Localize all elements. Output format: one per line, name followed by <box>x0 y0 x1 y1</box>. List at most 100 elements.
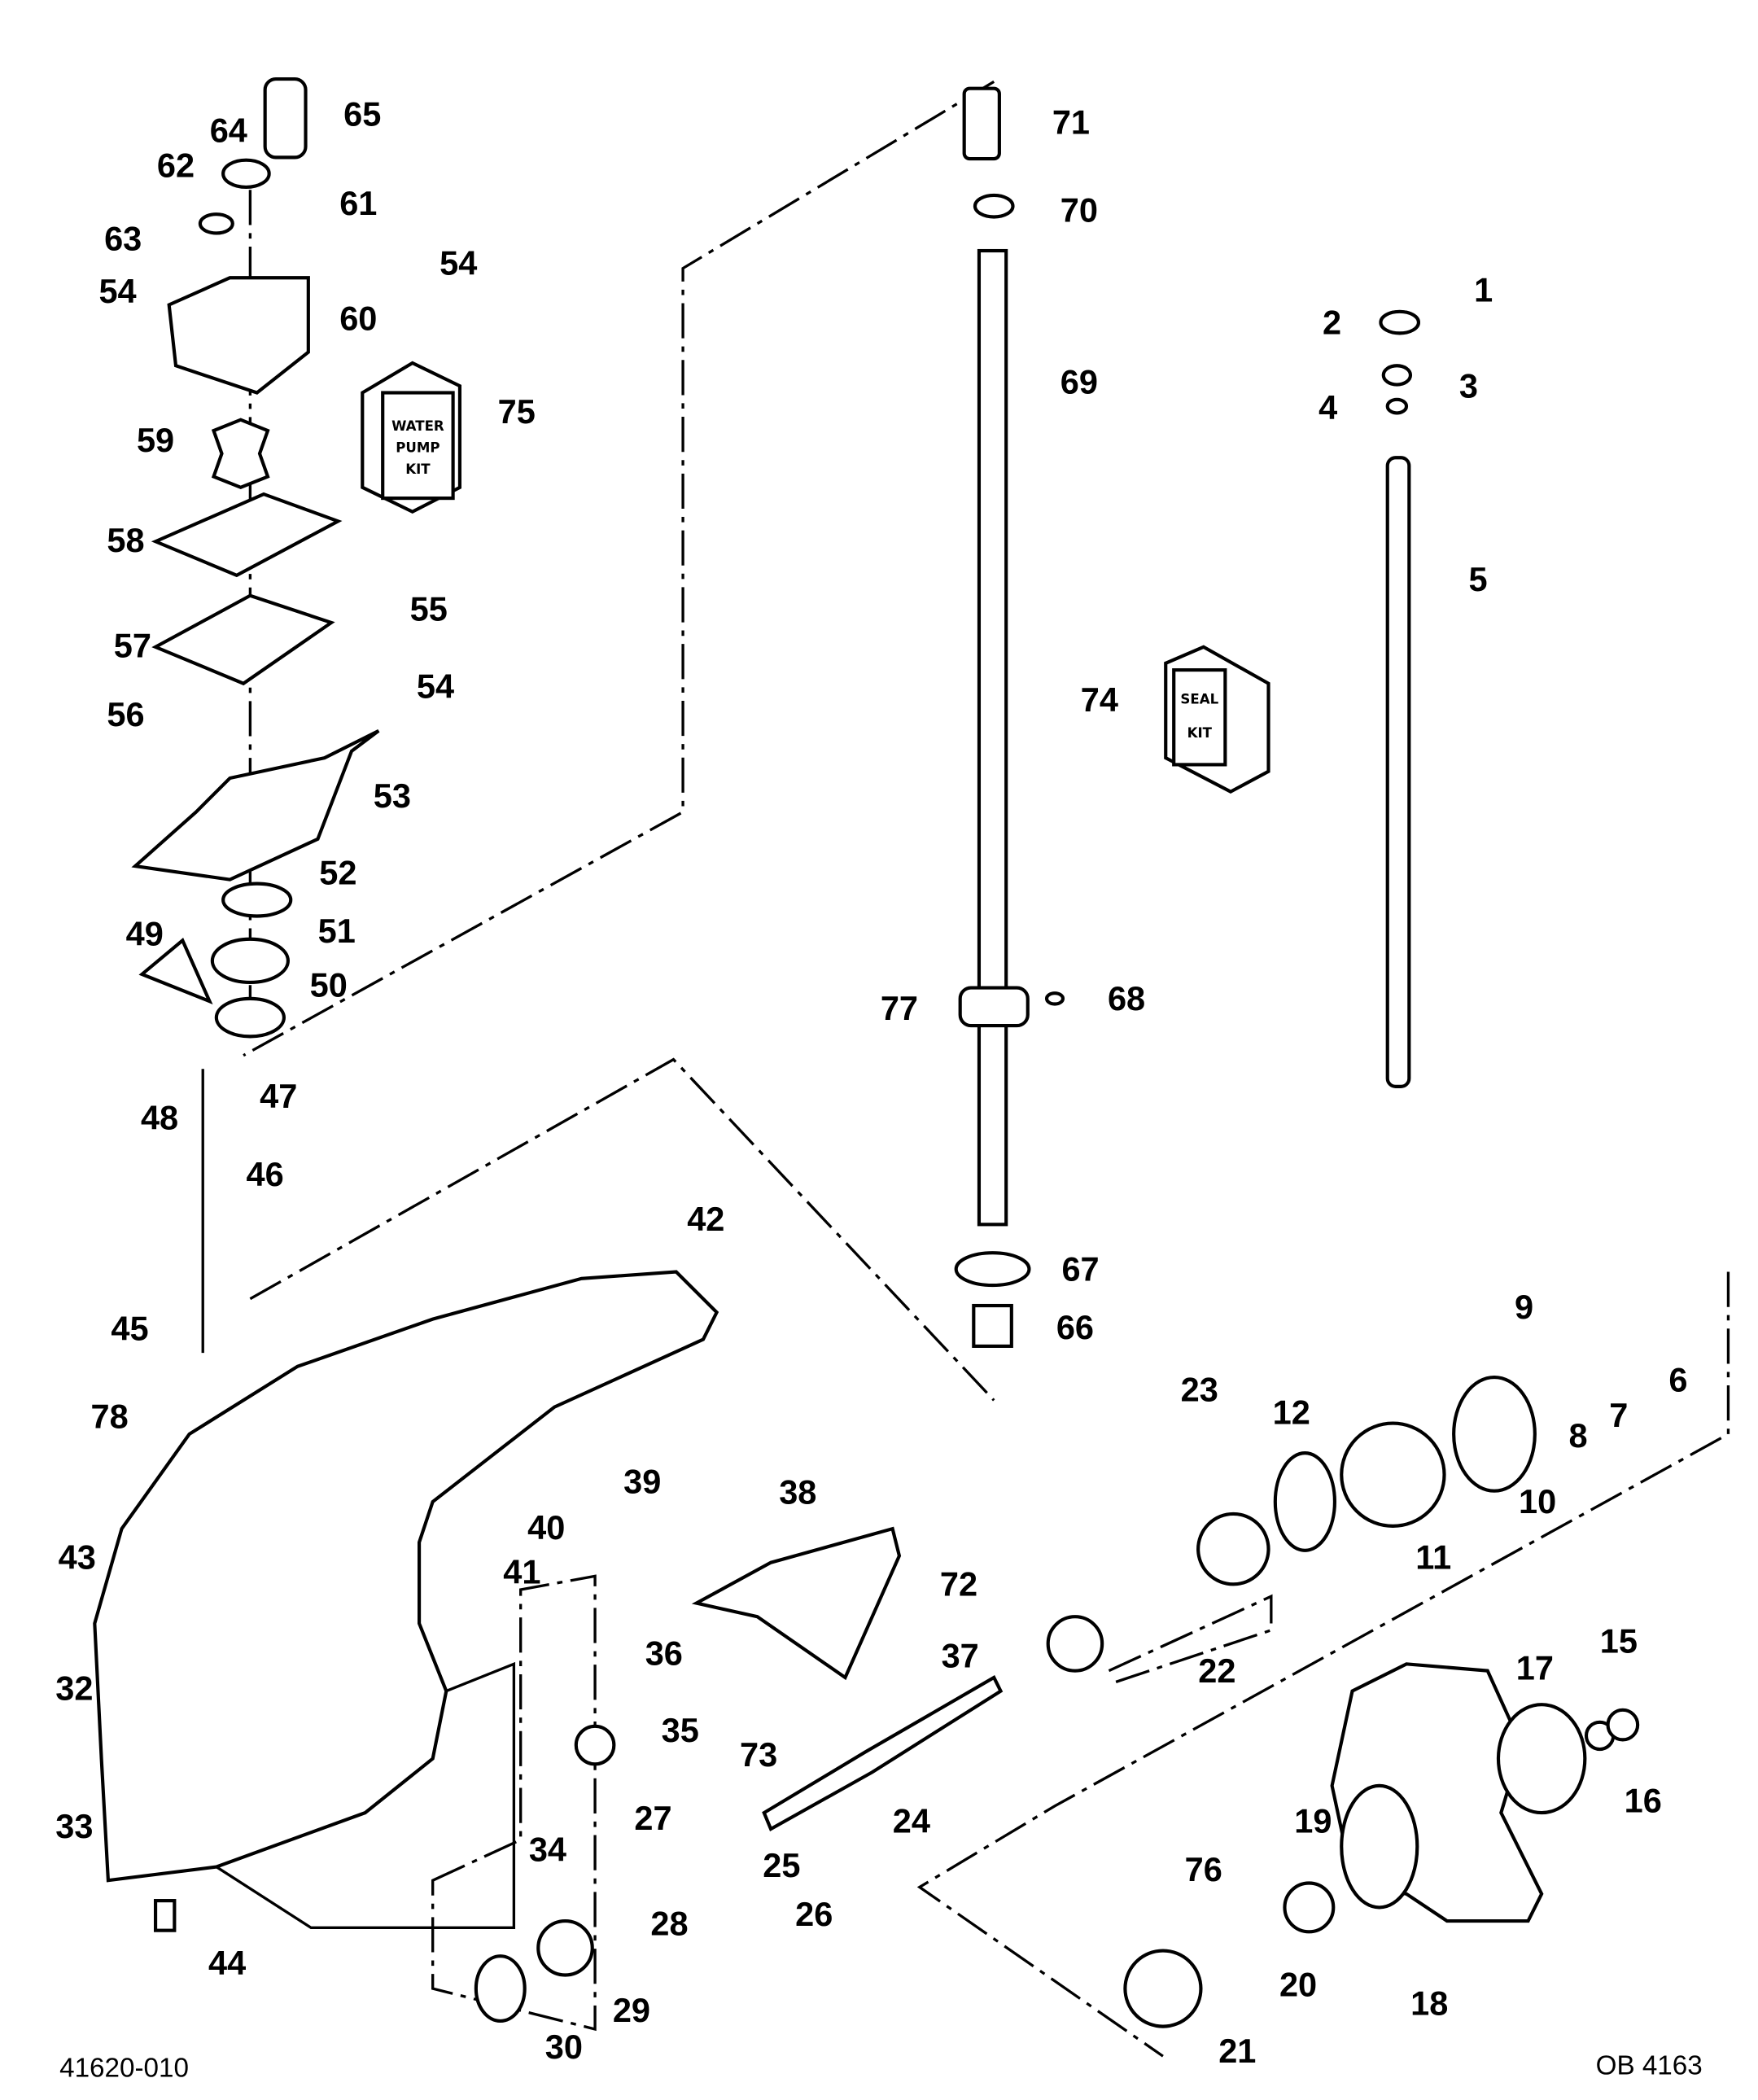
callout-3: 3 <box>1459 366 1478 405</box>
assembly-line-gearcase <box>249 1057 995 1402</box>
callout-54: 54 <box>440 243 477 282</box>
callout-38: 38 <box>779 1473 816 1512</box>
callout-57: 57 <box>114 626 151 664</box>
callout-22: 22 <box>1198 1652 1235 1690</box>
callout-9: 9 <box>1515 1288 1533 1326</box>
callout-30: 30 <box>545 2028 583 2066</box>
callout-45: 45 <box>111 1310 148 1348</box>
callout-44: 44 <box>208 1944 246 1982</box>
kit-label-line: WATER <box>391 418 444 434</box>
callout-75: 75 <box>498 392 536 431</box>
part-50-ring <box>214 996 286 1039</box>
callout-67: 67 <box>1061 1249 1099 1288</box>
callout-71: 71 <box>1052 103 1090 141</box>
part-59-impeller <box>211 418 270 490</box>
callout-19: 19 <box>1294 1801 1332 1840</box>
callout-76: 76 <box>1185 1850 1222 1888</box>
part-3-seal <box>1381 364 1413 387</box>
callout-72: 72 <box>940 1565 977 1603</box>
part-21-thrust-hub <box>1123 1949 1203 2028</box>
seal-kit: SEAL KIT <box>1164 645 1270 794</box>
assembly-line-driveshaft <box>243 80 995 1057</box>
callout-74: 74 <box>1081 680 1118 719</box>
part-10-oring <box>1452 1376 1537 1493</box>
assembly-line-prop <box>916 1271 1730 2058</box>
callout-52: 52 <box>319 854 356 892</box>
part-15-nut <box>1606 1708 1640 1742</box>
callout-2: 2 <box>1323 303 1341 341</box>
kit-label-line: KIT <box>1187 725 1213 741</box>
part-12-oring <box>1273 1451 1337 1552</box>
callout-54: 54 <box>98 272 136 310</box>
callout-11: 11 <box>1415 1538 1451 1576</box>
callout-8: 8 <box>1568 1416 1587 1455</box>
assembly-line-bearing <box>431 1574 597 2032</box>
callout-4: 4 <box>1318 388 1337 427</box>
drawing-number: 41620-010 <box>59 2054 189 2084</box>
callout-28: 28 <box>650 1905 688 1943</box>
part-17-spacer <box>1496 1703 1587 1815</box>
callout-54: 54 <box>417 667 454 705</box>
part-64-grommet <box>221 158 271 190</box>
callout-15: 15 <box>1600 1621 1638 1660</box>
part-clutch <box>1046 1615 1104 1673</box>
callout-59: 59 <box>137 421 174 459</box>
callout-43: 43 <box>59 1538 96 1576</box>
callout-36: 36 <box>645 1634 683 1672</box>
kit-label-line: SEAL <box>1180 692 1218 707</box>
callout-60: 60 <box>339 299 377 337</box>
part-52-seal <box>221 882 293 918</box>
callout-50: 50 <box>310 966 348 1004</box>
figure-code: OB 4163 <box>1596 2050 1703 2080</box>
part-19-washer <box>1283 1881 1336 1934</box>
callout-6: 6 <box>1668 1361 1687 1399</box>
callout-47: 47 <box>260 1077 297 1115</box>
part-65-tube <box>263 77 308 160</box>
part-11-bearing-carrier <box>1340 1421 1446 1528</box>
callout-70: 70 <box>1060 190 1098 229</box>
callout-65: 65 <box>343 95 381 133</box>
callout-5: 5 <box>1469 560 1488 598</box>
callout-16: 16 <box>1625 1781 1662 1819</box>
part-22-gear <box>1196 1512 1270 1586</box>
callout-10: 10 <box>1519 1482 1556 1520</box>
part-38-trim-tab <box>691 1526 902 1681</box>
callout-12: 12 <box>1273 1393 1310 1432</box>
callout-26: 26 <box>795 1895 833 1933</box>
callout-7: 7 <box>1609 1396 1628 1434</box>
callout-33: 33 <box>55 1807 93 1845</box>
callout-62: 62 <box>157 147 195 185</box>
callout-66: 66 <box>1056 1308 1094 1346</box>
callout-63: 63 <box>104 219 142 257</box>
callout-29: 29 <box>613 1991 650 2029</box>
callout-69: 69 <box>1060 362 1098 400</box>
assembly-line-pinion <box>1108 1594 1273 1686</box>
callout-42: 42 <box>687 1200 724 1238</box>
part-53-water-tube-guide <box>131 729 380 882</box>
callout-68: 68 <box>1108 979 1145 1017</box>
callout-78: 78 <box>90 1398 128 1436</box>
callout-17: 17 <box>1516 1649 1554 1687</box>
kit-label-line: PUMP <box>396 440 440 456</box>
part-60-pump-housing <box>167 276 310 395</box>
callout-40: 40 <box>527 1508 565 1547</box>
callout-64: 64 <box>210 111 247 149</box>
part-68-ball <box>1044 991 1065 1006</box>
callout-20: 20 <box>1279 1965 1317 2003</box>
part-42-gearcase <box>93 1270 719 1883</box>
part-71-bushing <box>962 86 1001 161</box>
kit-label-line: KIT <box>405 462 431 477</box>
callout-23: 23 <box>1181 1370 1218 1408</box>
part-44-anode <box>154 1899 177 1932</box>
callout-49: 49 <box>126 914 164 952</box>
callout-34: 34 <box>529 1830 566 1868</box>
callout-labels: 1234567891011121516171819202122232425262… <box>55 95 1687 2070</box>
callout-25: 25 <box>763 1846 800 1884</box>
callout-55: 55 <box>410 590 448 628</box>
callout-37: 37 <box>942 1637 979 1675</box>
part-30-bearing-cup <box>474 1954 527 2023</box>
part-67-shim <box>954 1251 1031 1288</box>
water-pump-kit: WATER PUMP KIT <box>361 361 461 514</box>
part-70-seal <box>973 193 1015 219</box>
